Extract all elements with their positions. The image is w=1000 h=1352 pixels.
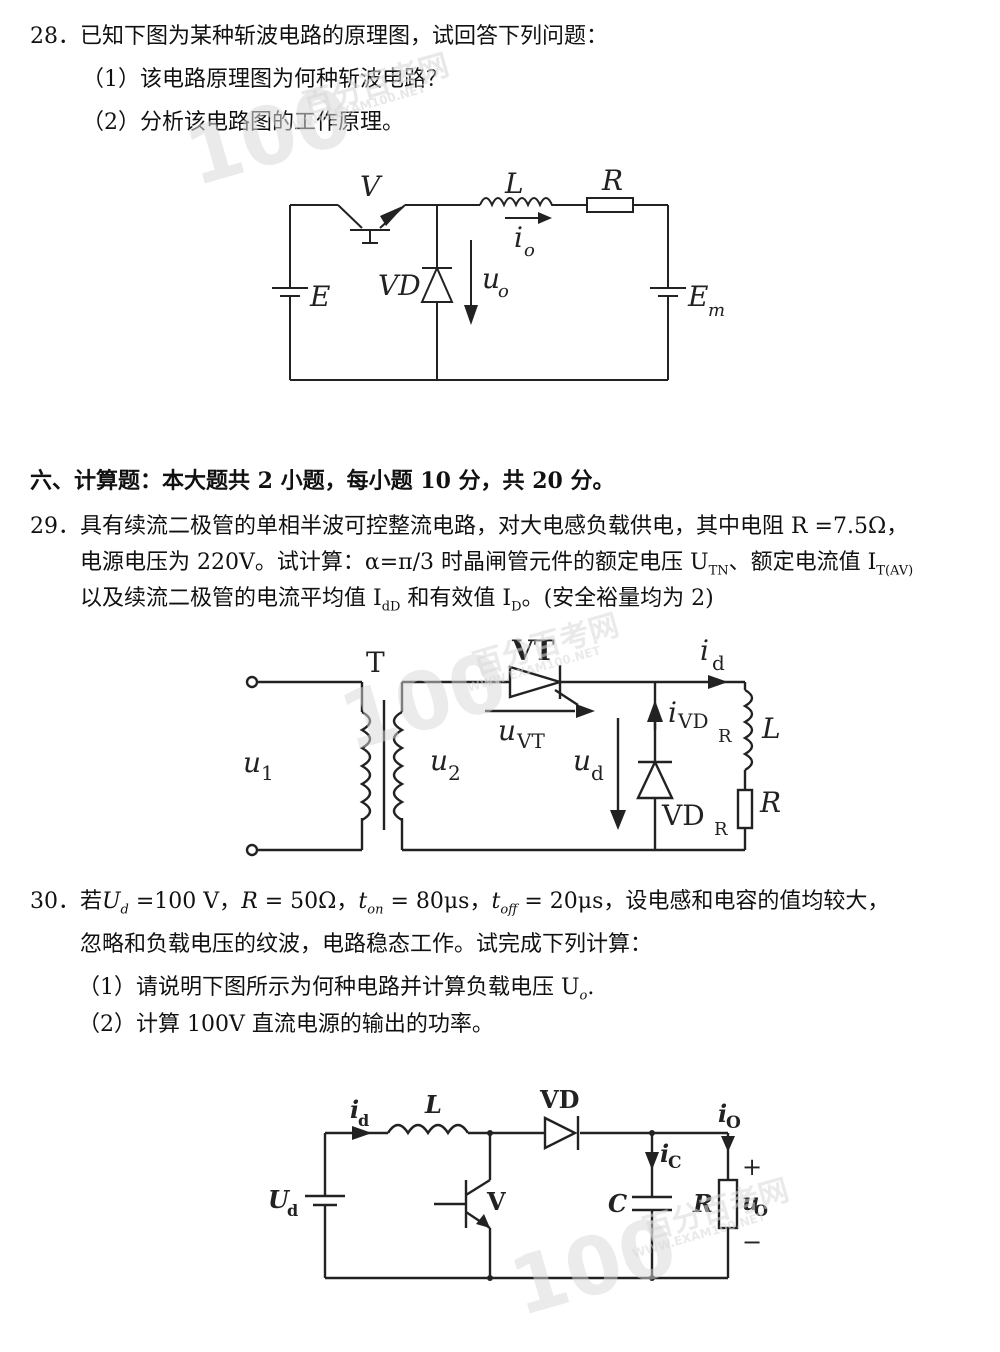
q30-stem-prefix: 30．若 (30, 889, 102, 914)
q30-stem-ton-sub: on (367, 902, 384, 918)
q30-sub1: （1）请说明下图所示为何种电路并计算负载电压 Uo. (78, 973, 594, 1011)
q30-stem-R: R (241, 889, 258, 914)
q30-stem-ud-val: =100 V， (128, 889, 242, 914)
q29-label-VDR-sub: R (714, 819, 728, 840)
q29-label-u2-sub: 2 (448, 761, 461, 785)
q30-sub1-end: . (587, 975, 595, 1000)
q28-label-uo: u (482, 262, 500, 295)
q28-label-uo-sub: o (498, 281, 509, 302)
q28-stem: 28．已知下图为某种斩波电路的原理图，试回答下列问题： (30, 24, 608, 49)
q30-sub1-sub: o (579, 988, 588, 1004)
q29-label-u2: u (430, 744, 448, 777)
q29-label-id-sub: d (712, 651, 725, 675)
q28-sub1: （1）该电路原理图为何种斩波电路？ (82, 67, 448, 92)
q30-label-id-sub: d (358, 1111, 369, 1130)
q29-label-VDR: VD (661, 799, 705, 832)
q30-label-io-sub: O (726, 1113, 741, 1133)
q28-label-Em-sub: m (708, 300, 725, 321)
q29-line3-end: 。(安全裕量均为 2) (521, 586, 714, 611)
q30-stem-ton: t (358, 889, 368, 914)
q29-line3-sub1: dD (381, 599, 401, 615)
q29-line2-sub1: TN (708, 563, 729, 579)
q28-label-VD: VD (378, 269, 421, 302)
q30-stem-ud-sub: d (120, 902, 129, 918)
q30-label-minus: − (742, 1228, 762, 1256)
q29-label-iVDR: i (668, 696, 677, 729)
q30-stem-ud: U (102, 889, 121, 914)
q30-stem-toff: t (491, 889, 501, 914)
q29-line2-sub2: T(AV) (876, 563, 914, 579)
q28-sub2: （2）分析该电路图的工作原理。 (82, 110, 404, 135)
q30-label-Ud: U (268, 1185, 291, 1214)
q29-label-iVDR-subsub: R (718, 726, 732, 747)
q28-label-io: i (514, 221, 523, 254)
q29-label-ud-sub: d (591, 761, 604, 785)
q30-stem-ton-val: = 80μs， (383, 889, 492, 914)
q30-stem-toff-sub: off (500, 902, 518, 918)
q30-label-Ud-sub: d (287, 1201, 298, 1220)
q29-line1: 29．具有续流二极管的单相半波可控整流电路，对大电感负载供电，其中电阻 R =7… (30, 514, 909, 539)
q30-label-id: i (350, 1095, 359, 1124)
q30-label-ic: i (660, 1139, 669, 1168)
q30-label-L: L (424, 1090, 442, 1119)
q29-label-ud: u (573, 744, 591, 777)
q30-label-io: i (718, 1099, 727, 1128)
q30-stem-toff-val: = 20μs，设电感和电容的值均较大， (517, 889, 890, 914)
q28-label-io-sub: o (524, 240, 535, 261)
q29-line2-mid: 、额定电流值 I (728, 550, 877, 575)
q30-label-V: V (486, 1187, 506, 1216)
q28-label-V: V (360, 170, 383, 203)
q29-label-L: L (761, 712, 781, 745)
q30-line2: 忽略和负载电压的纹波，电路稳态工作。试完成下列计算： (80, 932, 653, 957)
q29-line3: 以及续流二极管的电流平均值 IdD 和有效值 ID。(安全裕量均为 2) (80, 584, 714, 622)
q30-sub2: （2）计算 100V 直流电源的输出的功率。 (78, 1012, 494, 1037)
q29-label-uVT-sub: VT (516, 729, 545, 753)
q29-line3-mid: 和有效值 I (400, 586, 512, 611)
q28-label-R: R (601, 164, 623, 197)
q29-line2: 电源电压为 220V。试计算：α=π/3 时晶闸管元件的额定电压 UTN、额定电… (80, 548, 913, 586)
q29-line3-sub2: D (511, 599, 522, 615)
q30-stem: 30．若Ud =100 V，R = 50Ω，ton = 80μs，toff = … (30, 887, 889, 925)
q30-sub1-text: （1）请说明下图所示为何种电路并计算负载电压 U (78, 975, 580, 1000)
q30-label-ic-sub: C (668, 1153, 682, 1173)
q30-label-VD: VD (539, 1085, 579, 1114)
q29-label-R: R (759, 786, 781, 819)
q28-label-E: E (309, 280, 330, 313)
q30-stem-R-val: = 50Ω， (257, 889, 359, 914)
q28-label-L: L (504, 167, 524, 200)
q29-label-iVDR-sub: VD (677, 709, 708, 733)
q29-label-u1-sub: 1 (261, 761, 274, 785)
q29-line3-text: 以及续流二极管的电流平均值 I (80, 586, 382, 611)
section6-heading: 六、计算题：本大题共 2 小题，每小题 10 分，共 20 分。 (30, 468, 615, 494)
q29-label-id: i (700, 634, 709, 667)
q29-line2-text: 电源电压为 220V。试计算：α=π/3 时晶闸管元件的额定电压 U (80, 550, 709, 575)
q29-label-u1: u (243, 746, 261, 779)
q28-label-Em: E (687, 280, 708, 313)
